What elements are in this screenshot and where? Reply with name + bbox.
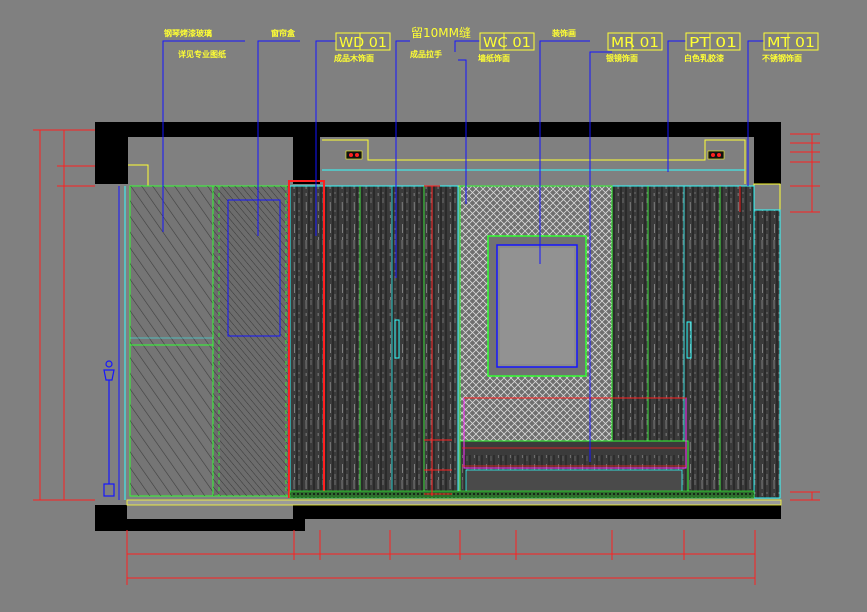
- tag-label: 墙纸饰面: [478, 53, 510, 63]
- tag-code: MT 01: [767, 36, 815, 51]
- tag-box: [479, 32, 535, 51]
- tag-label: 不锈钢饰面: [762, 53, 802, 63]
- material-tag: MR 01 银镜饰面: [605, 32, 663, 63]
- tag-label: 银镜饰面: [605, 53, 638, 63]
- callout-glass: 钢琴烤漆玻璃: [164, 28, 212, 38]
- floor-line: [126, 499, 782, 506]
- glass-panel: [118, 185, 214, 500]
- tag-box: [607, 32, 663, 51]
- ceiling-slab: [95, 122, 781, 137]
- dimension-lines: [33, 129, 820, 585]
- left-wall-top: [95, 122, 128, 184]
- callouts: 钢琴烤漆玻璃 详见专业图纸 窗帘盒 留10MM缝 成品拉手 装饰画: [164, 25, 576, 59]
- tag-box: [763, 32, 819, 51]
- right-wall-top: [754, 122, 781, 184]
- leader-lines: [162, 40, 764, 462]
- tag-box: [335, 32, 391, 51]
- floor-slab-left: [95, 519, 305, 531]
- material-tags: WD 01 成品木饰面 WC 01 墙纸饰面 MR 01 银镜饰面 PT 01 白色乳胶漆 MT…: [334, 32, 819, 63]
- wood-panels: [288, 180, 781, 499]
- material-tag: WD 01 成品木饰面: [334, 32, 391, 63]
- tag-code: PT 01: [689, 36, 737, 51]
- callout-glass-sub: 详见专业图纸: [178, 49, 226, 59]
- skirting: [289, 490, 755, 499]
- material-tag: PT 01 白色乳胶漆: [684, 32, 741, 63]
- tag-box: [685, 32, 741, 51]
- ceiling-light-icon: [707, 150, 725, 160]
- door-handle: [686, 321, 692, 359]
- tag-code: WD 01: [339, 36, 387, 51]
- callout-gap-sub: 成品拉手: [410, 49, 442, 59]
- wall-lamp-icon: [103, 360, 115, 497]
- door-handle: [394, 319, 400, 359]
- floor-slab-right: [293, 505, 781, 519]
- tag-label: 白色乳胶漆: [684, 53, 724, 63]
- tag-label: 成品木饰面: [334, 53, 374, 63]
- curtain-panel: [212, 185, 291, 497]
- headboard-panel: [459, 185, 689, 497]
- structure: [95, 122, 782, 531]
- tag-code: MR 01: [611, 36, 659, 51]
- material-tag: MT 01 不锈钢饰面: [762, 32, 819, 63]
- callout-gap: 留10MM缝: [411, 25, 471, 40]
- ceiling-light-icon: [345, 150, 363, 160]
- callout-panel: 装饰画: [551, 28, 576, 38]
- material-tag: WC 01 墙纸饰面: [478, 32, 535, 63]
- callout-column: 窗帘盒: [271, 28, 296, 38]
- tag-code: WC 01: [483, 36, 531, 51]
